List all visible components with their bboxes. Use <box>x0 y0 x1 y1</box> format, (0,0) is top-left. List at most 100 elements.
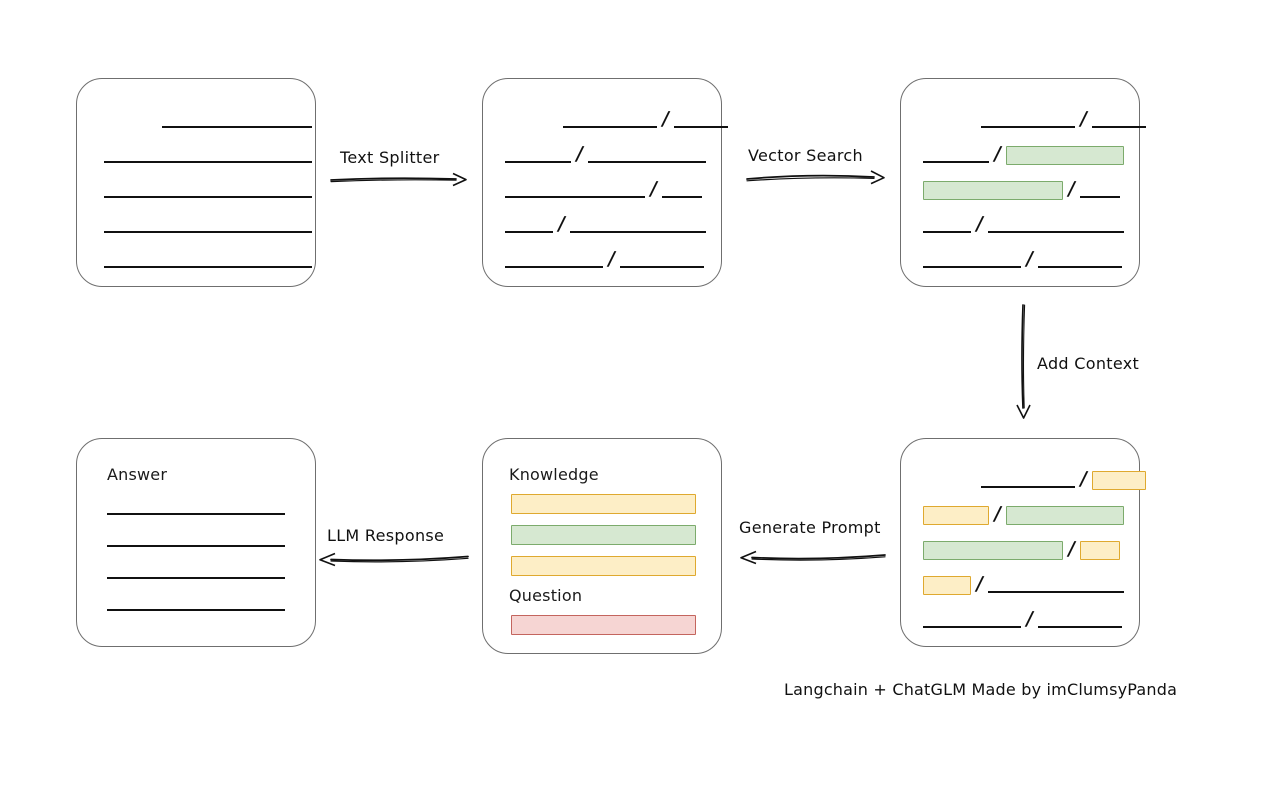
arrow-label-text-splitter: Text Splitter <box>340 148 440 167</box>
arrow-label-add-context: Add Context <box>1037 354 1140 373</box>
split-chunks-row: / <box>505 178 702 201</box>
answer-box[interactable]: Answer <box>76 438 316 647</box>
highlighted-chunk-yellow <box>923 506 989 525</box>
chunk-separator-slash: / <box>648 178 659 200</box>
chunk-separator-slash: / <box>974 573 985 595</box>
split-chunks-row: / <box>505 248 704 271</box>
split-chunks-row: / <box>505 143 706 166</box>
chunk-separator-slash: / <box>1078 468 1089 490</box>
add-context-arrow-icon <box>1016 304 1031 419</box>
text-line-segment <box>619 266 704 268</box>
highlighted-chunk-green <box>923 181 1063 200</box>
chunk-separator-slash: / <box>1066 178 1077 200</box>
context-chunks-row: / <box>923 608 1122 631</box>
split-chunks-row: / <box>505 213 706 236</box>
text-line-segment <box>673 126 728 128</box>
text-line-segment <box>563 126 657 128</box>
arrow-label-vector-search: Vector Search <box>748 146 863 165</box>
text-line-segment <box>1037 266 1122 268</box>
text-line-segment <box>923 231 971 233</box>
text-line-segment <box>505 266 603 268</box>
highlighted-chunk-green <box>1005 146 1124 165</box>
text-line-segment <box>987 231 1124 233</box>
text-line-segment <box>587 161 706 163</box>
text-line-segment <box>505 161 571 163</box>
knowledge-bar-yellow <box>511 494 696 514</box>
text-line-segment <box>107 545 285 547</box>
generate-prompt-arrow-icon <box>740 550 886 565</box>
split-chunks-row: / <box>563 108 728 131</box>
text-line-segment <box>505 231 553 233</box>
source-document-row <box>104 249 312 271</box>
vector-search-arrow-icon <box>746 170 885 185</box>
text-line-segment <box>162 126 312 128</box>
text-line-segment <box>107 513 285 515</box>
text-line-segment <box>981 486 1075 488</box>
chunk-separator-slash: / <box>992 143 1003 165</box>
arrow-label-generate-prompt: Generate Prompt <box>739 518 881 537</box>
answer-row <box>107 560 285 582</box>
text-line-segment <box>923 626 1021 628</box>
arrow-label-llm-response: LLM Response <box>327 526 445 545</box>
source-document-box[interactable] <box>76 78 316 287</box>
highlighted-chunk-yellow <box>1091 471 1146 490</box>
footer-credit: Langchain + ChatGLM Made by imClumsyPand… <box>784 680 1178 699</box>
matched-chunks-row: / <box>923 248 1122 271</box>
source-document-row <box>104 144 312 166</box>
text-line-segment <box>923 266 1021 268</box>
context-chunks-row: / <box>923 573 1124 596</box>
answer-row <box>107 528 285 550</box>
source-document-row <box>104 179 312 201</box>
text-line-segment <box>661 196 702 198</box>
chunk-separator-slash: / <box>556 213 567 235</box>
text-line-segment <box>505 196 645 198</box>
answer-label: Answer <box>107 465 168 484</box>
source-document-row <box>162 109 312 131</box>
knowledge-bar-yellow <box>511 556 696 576</box>
knowledge-bar-green <box>511 525 696 545</box>
context-chunks-row: / <box>923 538 1120 561</box>
llm-response-arrow-icon <box>319 552 469 567</box>
matched-chunks-row: / <box>923 143 1124 166</box>
chunk-separator-slash: / <box>1078 108 1089 130</box>
knowledge-label: Knowledge <box>509 465 599 484</box>
chunk-separator-slash: / <box>1024 248 1035 270</box>
chunk-separator-slash: / <box>574 143 585 165</box>
highlighted-chunk-yellow <box>923 576 971 595</box>
text-line-segment <box>104 161 312 163</box>
chunk-separator-slash: / <box>660 108 671 130</box>
context-chunks-row: / <box>981 468 1146 491</box>
text-line-segment <box>569 231 706 233</box>
prompt-box[interactable]: Knowledge Question <box>482 438 722 654</box>
text-line-segment <box>923 161 989 163</box>
matched-chunks-row: / <box>923 213 1124 236</box>
text-line-segment <box>987 591 1124 593</box>
chunk-separator-slash: / <box>606 248 617 270</box>
text-line-segment <box>107 609 285 611</box>
matched-chunks-box[interactable]: / / / / / <box>900 78 1146 287</box>
chunk-separator-slash: / <box>1066 538 1077 560</box>
split-chunks-box[interactable]: / / / / / <box>482 78 728 287</box>
source-document-row <box>104 214 312 236</box>
matched-chunks-row: / <box>923 178 1120 201</box>
chunk-separator-slash: / <box>992 503 1003 525</box>
question-bar-red <box>511 615 696 635</box>
highlighted-chunk-green <box>923 541 1063 560</box>
text-line-segment <box>107 577 285 579</box>
chunk-separator-slash: / <box>1024 608 1035 630</box>
highlighted-chunk-yellow <box>1079 541 1120 560</box>
context-chunks-box[interactable]: / / / / / <box>900 438 1146 647</box>
chunk-separator-slash: / <box>974 213 985 235</box>
highlighted-chunk-green <box>1005 506 1124 525</box>
text-line-segment <box>1079 196 1120 198</box>
text-splitter-arrow-icon <box>330 172 467 187</box>
context-chunks-row: / <box>923 503 1124 526</box>
text-line-segment <box>104 266 312 268</box>
question-label: Question <box>509 586 583 605</box>
text-line-segment <box>1037 626 1122 628</box>
text-line-segment <box>104 231 312 233</box>
text-line-segment <box>104 196 312 198</box>
answer-row <box>107 496 285 518</box>
text-line-segment <box>1091 126 1146 128</box>
text-line-segment <box>981 126 1075 128</box>
